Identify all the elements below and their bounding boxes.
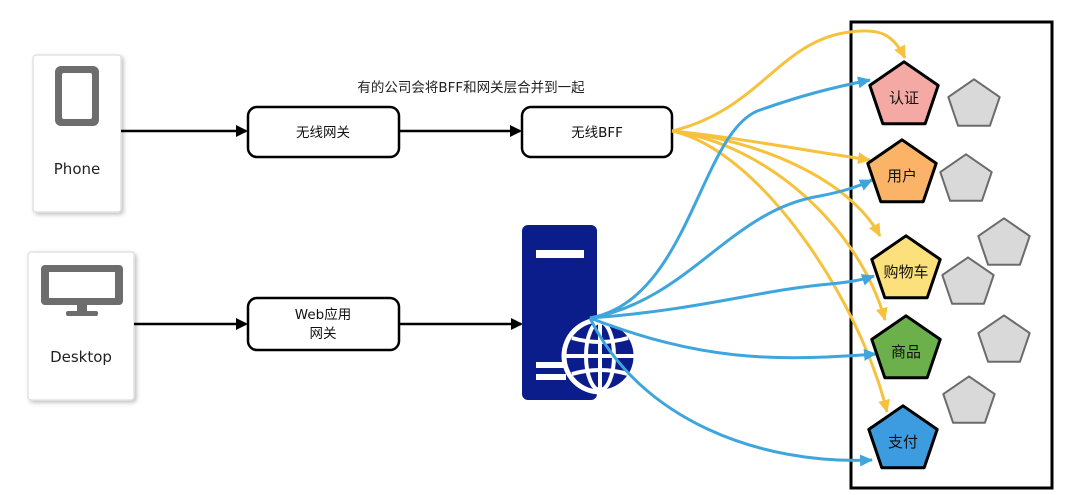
desktop-label: Desktop (50, 348, 112, 366)
server-to-product-link (589, 316, 877, 361)
service-shape (866, 138, 938, 204)
placeholder-service-6 (942, 375, 996, 424)
service-shape (867, 404, 939, 470)
service-label: 购物车 (883, 263, 928, 281)
phone-device: Phone (32, 54, 122, 213)
bff-to-auth-link (671, 29, 907, 133)
server-globe-icon (522, 225, 639, 400)
web-gateway-box: Web应用 网关 (246, 296, 401, 352)
bff-to-cart-link (671, 129, 882, 237)
web-gateway-links (588, 76, 877, 467)
placeholder-service-4 (941, 256, 995, 305)
service-node-3: 购物车 (870, 234, 942, 300)
wireless-bff-box: 无线BFF (520, 105, 674, 159)
service-label: 认证 (889, 89, 919, 107)
service-shape (870, 314, 942, 380)
monitor-icon (41, 265, 123, 316)
service-label: 支付 (888, 433, 918, 451)
merge-note: 有的公司会将BFF和网关层合并到一起 (357, 80, 585, 96)
wireless-gateway-label: 无线网关 (296, 125, 350, 141)
server-to-cart-link (589, 274, 875, 320)
wireless-gateway-box: 无线网关 (246, 105, 401, 159)
placeholder-service-2 (939, 153, 993, 202)
server-to-auth-link (589, 76, 871, 320)
wireless-bff-links (671, 29, 907, 413)
service-label: 用户 (887, 167, 917, 185)
placeholder-service-3 (977, 217, 1031, 266)
phone-icon (55, 66, 99, 126)
bff-to-payment-link (671, 129, 891, 413)
server-to-user-link (589, 178, 873, 320)
service-node-5: 支付 (867, 404, 939, 470)
service-shape (870, 234, 942, 300)
web-gateway-label-line2: 网关 (310, 326, 337, 342)
placeholder-service-5 (977, 314, 1031, 363)
desktop-device: Desktop (27, 251, 135, 401)
service-label: 商品 (891, 343, 921, 361)
placeholder-service-1 (947, 78, 1001, 127)
service-node-4: 商品 (870, 314, 942, 380)
service-shape (868, 60, 940, 126)
service-node-2: 用户 (866, 138, 938, 204)
service-node-1: 认证 (868, 60, 940, 126)
wireless-bff-label: 无线BFF (571, 125, 623, 141)
phone-label: Phone (54, 160, 100, 178)
placeholder-services (939, 78, 1031, 424)
server-to-payment-link (588, 317, 873, 467)
web-gateway-label-line1: Web应用 (295, 306, 351, 323)
